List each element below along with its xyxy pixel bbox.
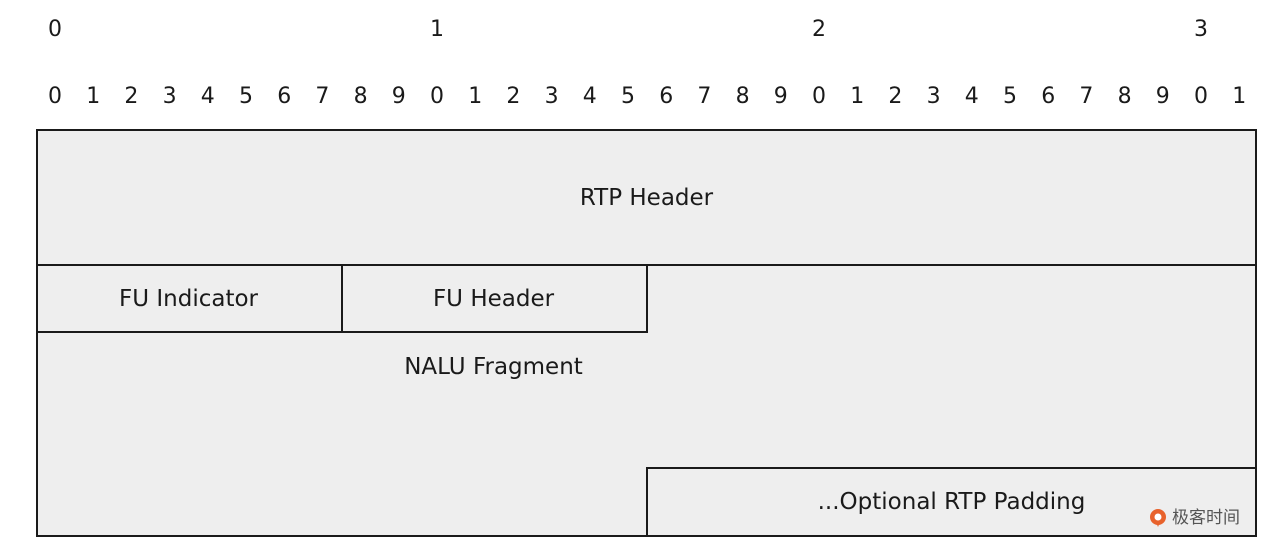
padding-box-left-divider xyxy=(646,467,648,537)
nalu-fragment-label: NALU Fragment xyxy=(404,354,583,380)
bit-ruler-units-label: 4 xyxy=(964,84,979,109)
geektime-logo-icon xyxy=(1150,509,1166,527)
bit-ruler-units-label: 1 xyxy=(1232,84,1247,109)
bit-ruler-units-label: 6 xyxy=(659,84,674,109)
bit-ruler-units-label: 1 xyxy=(86,84,101,109)
rtp-fu-a-packet-diagram: RTP Header FU Indicator FU Header NALU F… xyxy=(36,129,1257,537)
bit-ruler-units-label: 7 xyxy=(315,84,330,109)
bit-ruler-units-label: 6 xyxy=(277,84,292,109)
bit-ruler-units-label: 1 xyxy=(850,84,865,109)
outer-border-left xyxy=(36,129,38,537)
bit-ruler-units-label: 0 xyxy=(1194,84,1208,109)
bit-ruler-units-label: 9 xyxy=(1155,84,1170,109)
bit-ruler-units-label: 5 xyxy=(621,84,635,109)
bit-ruler-units-label: 5 xyxy=(1003,84,1017,109)
outer-border-right xyxy=(1255,129,1257,537)
fu-header-right-divider xyxy=(646,264,648,333)
fu-indicator-divider xyxy=(341,264,343,333)
bit-ruler-units-label: 3 xyxy=(926,84,941,109)
bit-ruler-units-label: 3 xyxy=(544,84,559,109)
bit-ruler-units-label: 7 xyxy=(1079,84,1094,109)
bit-ruler-units-label: 0 xyxy=(812,84,826,109)
bit-ruler-units-label: 9 xyxy=(391,84,406,109)
bit-ruler-tens-label: 0 xyxy=(48,17,62,42)
bit-ruler-units-label: 8 xyxy=(1117,84,1132,109)
bit-ruler-units-label: 1 xyxy=(468,84,483,109)
watermark: 极客时间 xyxy=(1148,507,1240,529)
fu-header-label: FU Header xyxy=(432,286,555,312)
bit-ruler-units-label: 4 xyxy=(582,84,597,109)
bit-ruler-units-label: 8 xyxy=(353,84,368,109)
watermark-text: 极客时间 xyxy=(1172,508,1240,528)
bit-ruler-tens-label: 1 xyxy=(430,17,444,42)
padding-box-top-divider xyxy=(646,467,1257,469)
outer-border-top xyxy=(36,129,1257,131)
bit-ruler-units-label: 8 xyxy=(735,84,750,109)
fu-indicator-label: FU Indicator xyxy=(118,286,258,312)
bit-ruler-units-label: 2 xyxy=(888,84,903,109)
bit-ruler-units-label: 7 xyxy=(697,84,712,109)
bit-ruler-tens-label: 3 xyxy=(1194,17,1208,42)
bit-ruler-units-label: 0 xyxy=(48,84,62,109)
bit-ruler-units-label: 0 xyxy=(430,84,444,109)
bit-ruler-units-label: 6 xyxy=(1041,84,1056,109)
bit-ruler-units-label: 2 xyxy=(124,84,139,109)
optional-padding-label: ...Optional RTP Padding xyxy=(817,489,1086,515)
bit-ruler-units-label: 3 xyxy=(162,84,177,109)
bit-ruler-units-label: 4 xyxy=(200,84,215,109)
fu-box-bottom-divider xyxy=(36,331,648,333)
bit-ruler-units-label: 2 xyxy=(506,84,521,109)
rtp-header-label: RTP Header xyxy=(579,185,714,211)
bit-ruler-units-label: 5 xyxy=(239,84,253,109)
bit-ruler-tens-label: 2 xyxy=(812,17,826,42)
bit-ruler-units-label: 9 xyxy=(773,84,788,109)
